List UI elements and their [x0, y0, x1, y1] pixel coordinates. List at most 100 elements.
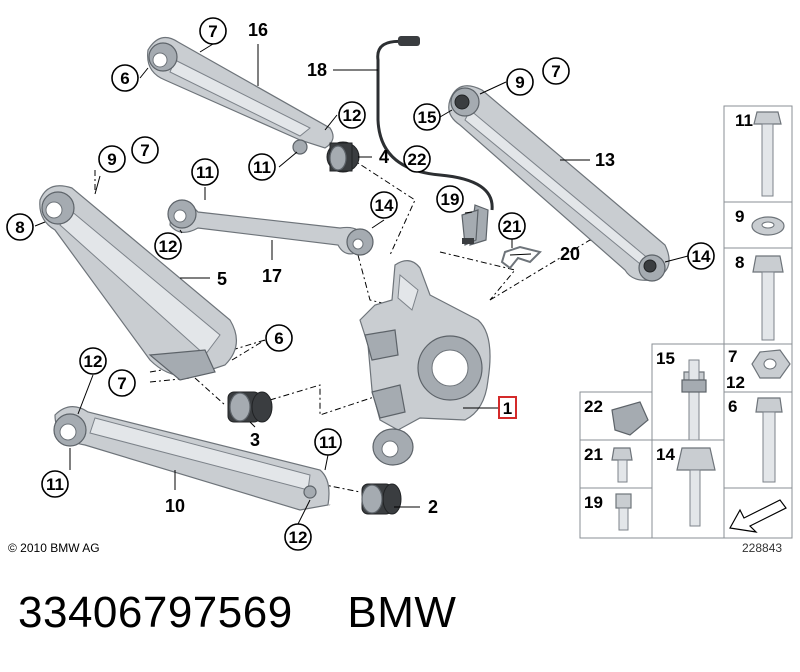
svg-text:21: 21 [584, 445, 603, 464]
svg-text:12: 12 [726, 373, 745, 392]
brand-name: BMW [347, 588, 457, 637]
label-13[interactable]: 13 [595, 150, 615, 170]
callout-11-upper[interactable]: 11 [248, 153, 276, 181]
svg-text:22: 22 [584, 397, 603, 416]
svg-text:14: 14 [375, 196, 394, 215]
svg-text:6: 6 [728, 397, 737, 416]
label-17[interactable]: 17 [262, 266, 282, 286]
direction-arrow-box [723, 487, 793, 539]
svg-text:9: 9 [735, 207, 744, 226]
part-3-bushing[interactable] [227, 391, 273, 423]
part-2-bushing[interactable] [361, 483, 402, 515]
callout-11-mid[interactable]: 11 [191, 158, 219, 186]
part-5-wishbone[interactable] [39, 185, 237, 381]
svg-text:7: 7 [208, 22, 217, 41]
part-19-sensor[interactable] [461, 209, 479, 246]
copyright-notice: © 2010 BMW AG [8, 541, 100, 555]
svg-text:6: 6 [274, 329, 283, 348]
svg-text:1: 1 [503, 399, 512, 418]
svg-text:21: 21 [503, 217, 522, 236]
part-20-clip[interactable] [500, 245, 542, 270]
part-1-wheel-carrier[interactable] [359, 260, 491, 431]
callout-6-mid[interactable]: 6 [265, 324, 293, 352]
callout-9-left[interactable]: 9 [98, 145, 126, 173]
callout-6-top[interactable]: 6 [111, 64, 139, 92]
svg-text:12: 12 [343, 106, 362, 125]
svg-text:6: 6 [120, 69, 129, 88]
part-17-toe-link[interactable] [167, 199, 374, 256]
hardware-box-7-12[interactable]: 7 12 [723, 343, 793, 393]
hardware-box-19[interactable]: 19 [579, 487, 653, 539]
callout-12-upper[interactable]: 12 [338, 101, 366, 129]
svg-text:22: 22 [408, 150, 427, 169]
svg-text:11: 11 [253, 158, 271, 177]
svg-text:15: 15 [656, 349, 675, 368]
callout-7-lower[interactable]: 7 [108, 369, 136, 397]
arrow-icon [729, 499, 787, 533]
label-10[interactable]: 10 [165, 496, 185, 516]
hardware-panel: 11 9 8 15 7 12 [579, 105, 793, 539]
svg-text:7: 7 [140, 141, 149, 160]
svg-text:12: 12 [159, 237, 178, 256]
svg-text:14: 14 [656, 445, 675, 464]
svg-text:12: 12 [84, 352, 103, 371]
label-4[interactable]: 4 [379, 147, 389, 167]
part-number: 33406797569 [18, 588, 293, 637]
leader-lines [34, 43, 689, 525]
callout-7-right[interactable]: 7 [542, 57, 570, 85]
svg-text:11: 11 [46, 475, 64, 494]
part-13-trailing-link[interactable] [448, 85, 670, 282]
svg-text:12: 12 [289, 528, 308, 547]
hardware-box-21[interactable]: 21 [579, 439, 653, 489]
hardware-box-14[interactable]: 14 [651, 439, 725, 539]
svg-text:11: 11 [319, 433, 337, 452]
svg-text:9: 9 [515, 73, 524, 92]
svg-text:19: 19 [584, 493, 603, 512]
diagram-number: 228843 [742, 541, 782, 555]
svg-text:7: 7 [551, 62, 560, 81]
part-1-lower-bushing [372, 428, 414, 466]
callout-1-highlighted[interactable]: 1 [498, 396, 517, 419]
svg-text:7: 7 [728, 347, 737, 366]
svg-text:8: 8 [735, 253, 744, 272]
callout-22[interactable]: 22 [403, 145, 431, 173]
hardware-box-8[interactable]: 8 [723, 247, 793, 345]
callout-14-right[interactable]: 14 [687, 242, 715, 270]
hardware-box-9[interactable]: 9 [723, 201, 793, 249]
callout-7-left[interactable]: 7 [131, 136, 159, 164]
hardware-box-22[interactable]: 22 [579, 391, 653, 441]
svg-text:11: 11 [735, 111, 753, 130]
callout-8[interactable]: 8 [6, 213, 34, 241]
svg-text:11: 11 [196, 163, 214, 182]
svg-text:14: 14 [692, 247, 711, 266]
callout-19[interactable]: 19 [436, 185, 464, 213]
svg-text:8: 8 [15, 218, 24, 237]
callout-12-mid[interactable]: 12 [154, 232, 182, 260]
callout-12-bottom[interactable]: 12 [284, 523, 312, 551]
label-20[interactable]: 20 [560, 244, 580, 264]
callout-15[interactable]: 15 [413, 103, 441, 131]
callout-9-right[interactable]: 9 [506, 68, 534, 96]
part-number-line: 33406797569 BMW [18, 588, 456, 638]
callout-7-top[interactable]: 7 [199, 17, 227, 45]
callout-14-mid[interactable]: 14 [370, 191, 398, 219]
callouts: 7 16 6 18 9 7 15 12 11 4 22 13 9 7 11 19… [6, 17, 715, 551]
callout-12-lower[interactable]: 12 [79, 347, 107, 375]
svg-text:7: 7 [117, 374, 126, 393]
callout-11-lower[interactable]: 11 [314, 428, 342, 456]
part-4-bushing[interactable] [326, 141, 360, 173]
label-16[interactable]: 16 [248, 20, 268, 40]
label-2[interactable]: 2 [428, 497, 438, 517]
label-18[interactable]: 18 [307, 60, 327, 80]
callout-11-bottom[interactable]: 11 [41, 470, 69, 498]
callout-21[interactable]: 21 [498, 212, 526, 240]
label-5[interactable]: 5 [217, 269, 227, 289]
svg-text:19: 19 [441, 190, 460, 209]
svg-text:15: 15 [418, 108, 437, 127]
hardware-box-11[interactable]: 11 [723, 105, 793, 203]
part-16-upper-control-arm[interactable] [147, 36, 334, 155]
part-10-lower-control-arm[interactable] [53, 406, 330, 511]
label-3[interactable]: 3 [250, 430, 260, 450]
svg-text:9: 9 [107, 150, 116, 169]
